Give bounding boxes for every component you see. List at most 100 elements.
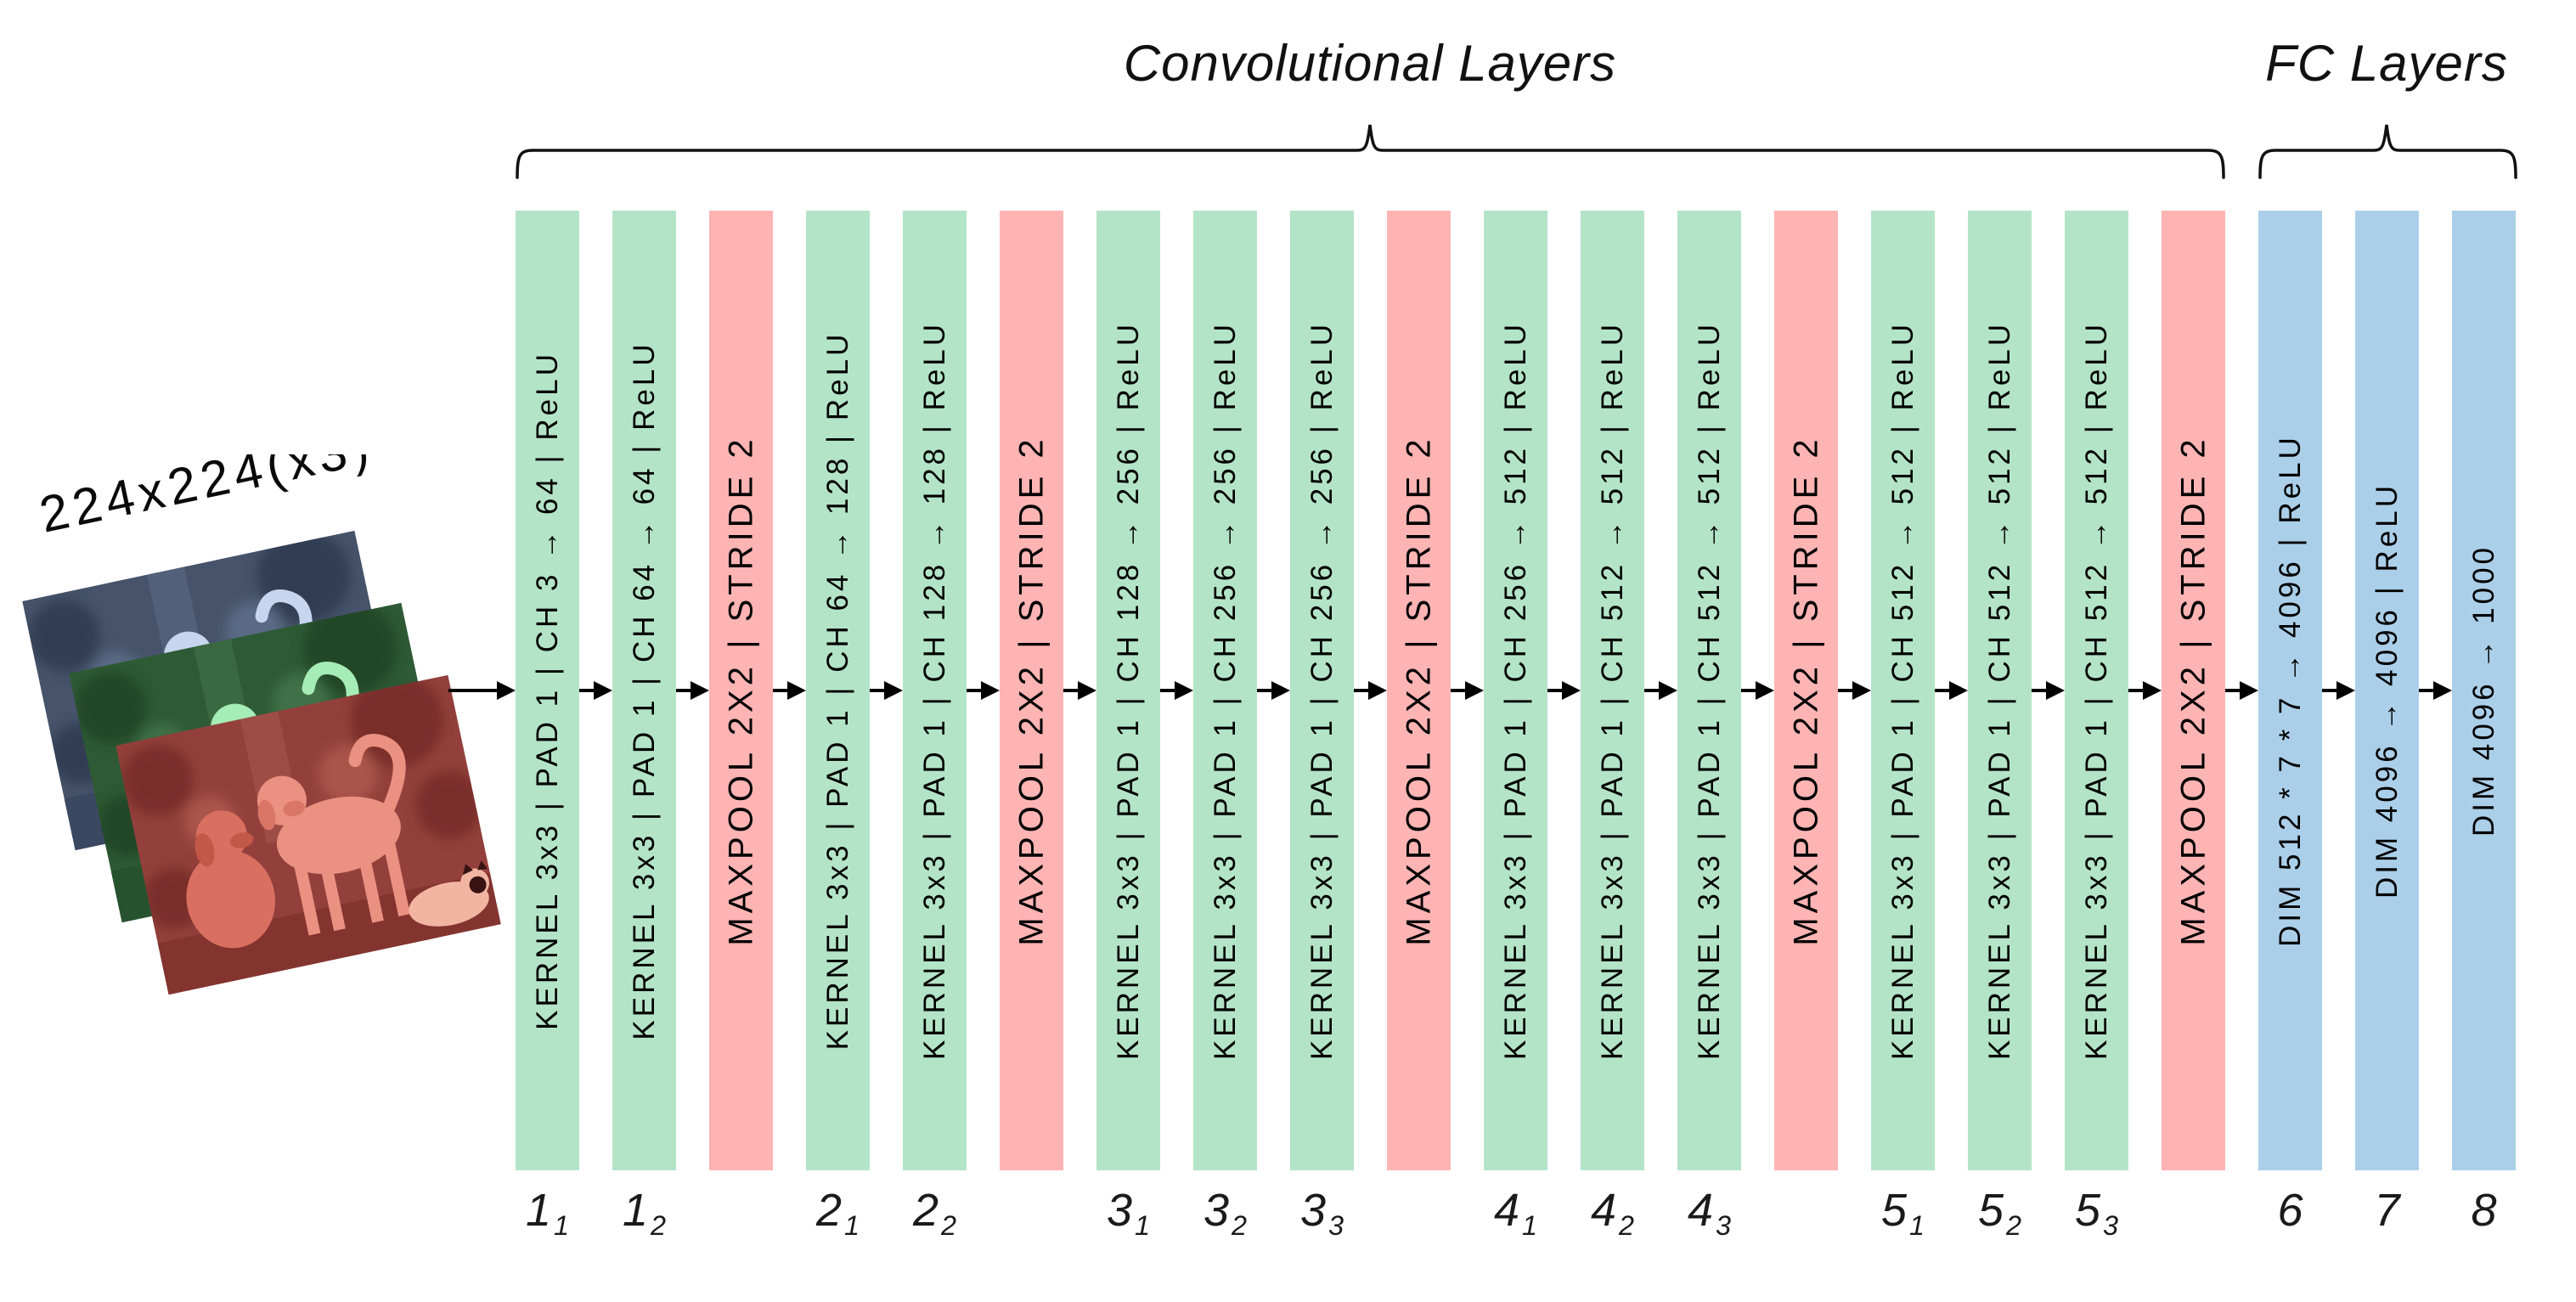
layer-index-label: 51 xyxy=(1880,1185,1925,1242)
flow-arrow xyxy=(1063,681,1096,700)
layer-bar-conv-7: KERNEL 3x3 | PAD 1 | CH 256 → 256 | ReLU xyxy=(1193,211,1257,1170)
layer-index-label: 52 xyxy=(1977,1185,2022,1242)
flow-arrow-head xyxy=(787,681,806,700)
flow-arrow xyxy=(1451,681,1484,700)
layer-bar-pool-9: MAXPOOL 2X2 | STRIDE 2 xyxy=(1387,211,1451,1170)
layer-bar-conv-4: KERNEL 3x3 | PAD 1 | CH 128 → 128 | ReLU xyxy=(903,211,967,1170)
layer-bar-text: MAXPOOL 2X2 | STRIDE 2 xyxy=(1787,435,1824,946)
layer-bar-conv-11: KERNEL 3x3 | PAD 1 | CH 512 → 512 | ReLU xyxy=(1581,211,1644,1170)
flow-arrow-head xyxy=(1368,681,1387,700)
fc-layers-title: FC Layers xyxy=(2265,35,2508,92)
layer-bar-conv-8: KERNEL 3x3 | PAD 1 | CH 256 → 256 | ReLU xyxy=(1290,211,1354,1170)
layer-index-label: 53 xyxy=(2074,1185,2119,1242)
layer-bar-conv-6: KERNEL 3x3 | PAD 1 | CH 128 → 256 | ReLU xyxy=(1096,211,1160,1170)
layer-bar-conv-16: KERNEL 3x3 | PAD 1 | CH 512 → 512 | ReLU xyxy=(2065,211,2128,1170)
layer-index-label: 12 xyxy=(622,1185,667,1242)
layer-bar-conv-15: KERNEL 3x3 | PAD 1 | CH 512 → 512 | ReLU xyxy=(1968,211,2032,1170)
layer-bar-conv-12: KERNEL 3x3 | PAD 1 | CH 512 → 512 | ReLU xyxy=(1677,211,1741,1170)
flow-arrow-line xyxy=(676,689,694,692)
flow-arrow-head xyxy=(1659,681,1677,700)
layer-bar-text: KERNEL 3x3 | PAD 1 | CH 64 → 64 | ReLU xyxy=(627,341,661,1040)
layer-index-label: 32 xyxy=(1203,1185,1248,1242)
layer-bar-conv-3: KERNEL 3x3 | PAD 1 | CH 64 → 128 | ReLU xyxy=(806,211,870,1170)
flow-arrow xyxy=(2032,681,2065,700)
layer-index-label: 7 xyxy=(2374,1185,2400,1236)
flow-arrow xyxy=(2419,681,2452,700)
conv-layers-title: Convolutional Layers xyxy=(1123,35,1617,92)
flow-arrow xyxy=(1838,681,1871,700)
layer-bar-text: DIM 4096 → 4096 | ReLU xyxy=(2370,482,2404,899)
flow-arrow-head xyxy=(691,681,709,700)
flow-arrow-head xyxy=(2143,681,2162,700)
layer-bar-pool-13: MAXPOOL 2X2 | STRIDE 2 xyxy=(1774,211,1838,1170)
flow-arrow-head xyxy=(884,681,903,700)
flow-arrow xyxy=(1935,681,1968,700)
layer-bar-text: KERNEL 3x3 | PAD 1 | CH 512 → 512 | ReLU xyxy=(1982,320,2016,1061)
layer-bar-text: DIM 4096 → 1000 xyxy=(2466,544,2500,837)
layer-bar-text: MAXPOOL 2X2 | STRIDE 2 xyxy=(2174,435,2212,946)
layer-index-label: 41 xyxy=(1493,1185,1538,1242)
flow-arrow xyxy=(1741,681,1774,700)
flow-arrow-head xyxy=(1852,681,1871,700)
flow-arrow-line xyxy=(1838,689,1856,692)
input-image-stack: 224x224(x3) xyxy=(17,454,544,1040)
layer-bar-text: MAXPOOL 2X2 | STRIDE 2 xyxy=(722,435,759,946)
flow-arrow-head xyxy=(1949,681,1968,700)
layer-bar-text: MAXPOOL 2X2 | STRIDE 2 xyxy=(1400,435,1437,946)
flow-arrow-head xyxy=(2046,681,2065,700)
flow-arrow xyxy=(1257,681,1290,700)
flow-arrow-line xyxy=(1160,689,1178,692)
flow-arrow-line xyxy=(1935,689,1953,692)
input-size-label: 224x224(x3) xyxy=(35,454,379,544)
layer-index-label: 33 xyxy=(1299,1185,1344,1242)
flow-arrow-line xyxy=(2322,689,2340,692)
flow-arrow xyxy=(1160,681,1193,700)
flow-arrow-line xyxy=(1063,689,1081,692)
flow-arrow-head xyxy=(1271,681,1290,700)
layer-bar-text: KERNEL 3x3 | PAD 1 | CH 512 → 512 | ReLU xyxy=(1885,320,1919,1061)
layer-bar-pool-17: MAXPOOL 2X2 | STRIDE 2 xyxy=(2162,211,2225,1170)
layer-index-label: 8 xyxy=(2471,1185,2497,1236)
fc-layers-brace xyxy=(2258,124,2517,179)
flow-arrow-head xyxy=(1175,681,1193,700)
flow-arrow xyxy=(1547,681,1581,700)
flow-arrow-line xyxy=(579,689,597,692)
layer-bar-text: MAXPOOL 2X2 | STRIDE 2 xyxy=(1012,435,1050,946)
layer-bar-pool-2: MAXPOOL 2X2 | STRIDE 2 xyxy=(709,211,773,1170)
flow-arrow xyxy=(2128,681,2162,700)
conv-layers-brace xyxy=(516,124,2225,179)
layer-bar-fc-18: DIM 512 * 7 * 7 → 4096 | ReLU xyxy=(2258,211,2322,1170)
layer-bar-text: KERNEL 3x3 | PAD 1 | CH 512 → 512 | ReLU xyxy=(2079,320,2113,1061)
flow-arrow xyxy=(676,681,709,700)
layer-bar-fc-20: DIM 4096 → 1000 xyxy=(2452,211,2516,1170)
layer-bar-conv-14: KERNEL 3x3 | PAD 1 | CH 512 → 512 | ReLU xyxy=(1871,211,1935,1170)
layer-index-label: 43 xyxy=(1687,1185,1732,1242)
layer-bar-text: KERNEL 3x3 | PAD 1 | CH 64 → 128 | ReLU xyxy=(820,330,854,1051)
flow-arrow-line xyxy=(967,689,984,692)
layer-index-label: 6 xyxy=(2277,1185,2303,1236)
flow-arrow-head xyxy=(594,681,612,700)
layer-bar-text: KERNEL 3x3 | PAD 1 | CH 256 → 256 | ReLU xyxy=(1305,320,1339,1061)
flow-arrow-line xyxy=(773,689,791,692)
layer-bar-text: KERNEL 3x3 | PAD 1 | CH 256 → 256 | ReLU xyxy=(1208,320,1242,1061)
flow-arrow xyxy=(773,681,806,700)
layer-bar-text: KERNEL 3x3 | PAD 1 | CH 128 → 256 | ReLU xyxy=(1111,320,1145,1061)
layer-index-label: 31 xyxy=(1106,1185,1151,1242)
flow-arrow-head xyxy=(2433,681,2452,700)
layer-bar-text: DIM 512 * 7 * 7 → 4096 | ReLU xyxy=(2273,434,2307,947)
flow-arrow-head xyxy=(1756,681,1774,700)
flow-arrow-line xyxy=(2128,689,2146,692)
flow-arrow-line xyxy=(1451,689,1468,692)
flow-arrow xyxy=(967,681,1000,700)
flow-arrow-head xyxy=(2336,681,2355,700)
flow-arrow-head xyxy=(1465,681,1484,700)
flow-arrow-line xyxy=(1257,689,1275,692)
flow-arrow-line xyxy=(1547,689,1565,692)
input-arrow xyxy=(448,681,516,700)
flow-arrow-line xyxy=(1741,689,1759,692)
flow-arrow-head xyxy=(2240,681,2258,700)
flow-arrow-head xyxy=(1078,681,1096,700)
flow-arrow xyxy=(1354,681,1387,700)
flow-arrow xyxy=(870,681,903,700)
flow-arrow-head xyxy=(1562,681,1581,700)
